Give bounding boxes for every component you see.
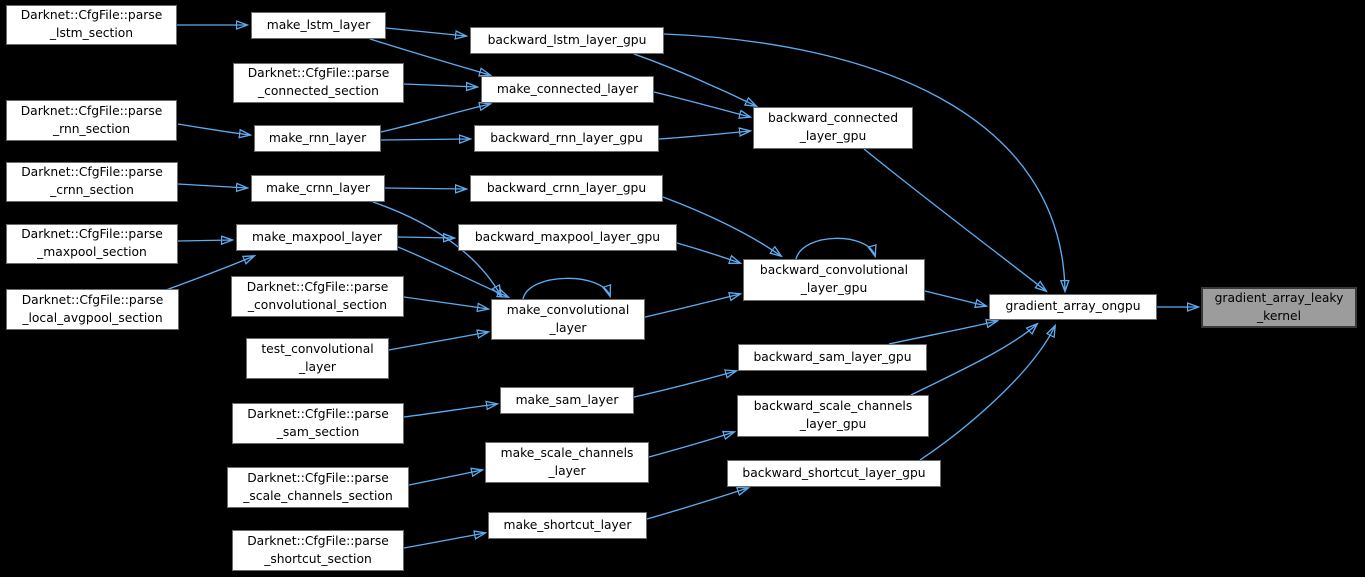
- node-parse-convolutional-section[interactable]: Darknet::CfgFile::parse _convolutional_s…: [231, 276, 404, 317]
- node-make-connected-layer[interactable]: make_connected_layer: [481, 76, 654, 103]
- edge-make-sam-layer-to-backward-sam-layer-gpu: [633, 371, 736, 398]
- edge-backward-sam-layer-gpu-to-gradient-array-ongpu: [888, 321, 997, 345]
- node-make-crnn-layer[interactable]: make_crnn_layer: [251, 175, 385, 202]
- edge-parse-crnn-section-to-make-crnn-layer: [177, 184, 247, 188]
- node-parse-shortcut-section[interactable]: Darknet::CfgFile::parse _shortcut_sectio…: [232, 530, 404, 571]
- node-gradient-array-ongpu[interactable]: gradient_array_ongpu: [989, 294, 1157, 320]
- node-make-lstm-layer[interactable]: make_lstm_layer: [251, 12, 386, 39]
- node-parse-local-avgpool-section[interactable]: Darknet::CfgFile::parse _local_avgpool_s…: [6, 289, 179, 330]
- node-backward-convolutional-layer-gpu[interactable]: backward_convolutional _layer_gpu: [743, 259, 925, 301]
- node-backward-lstm-layer-gpu[interactable]: backward_lstm_layer_gpu: [470, 27, 664, 54]
- edge-backward-lstm-layer-gpu-to-backward-connected-layer-gpu: [633, 53, 756, 106]
- edge-make-maxpool-layer-to-make-convolutional-layer: [397, 246, 508, 297]
- edge-parse-connected-section-to-make-connected-layer: [403, 84, 477, 87]
- edge-backward-shortcut-layer-gpu-to-gradient-array-ongpu: [919, 326, 1055, 461]
- edge-make-crnn-layer-to-make-convolutional-layer: [372, 201, 501, 296]
- edge-make-crnn-layer-to-backward-crnn-layer-gpu: [384, 188, 466, 189]
- node-make-convolutional-layer[interactable]: make_convolutional _layer: [491, 299, 645, 340]
- node-test-convolutional-layer[interactable]: test_convolutional _layer: [246, 338, 389, 379]
- edge-backward-convolutional-layer-gpu-to-gradient-array-ongpu: [924, 290, 986, 306]
- node-backward-crnn-layer-gpu[interactable]: backward_crnn_layer_gpu: [470, 175, 663, 202]
- node-make-scale-channels-layer[interactable]: make_scale_channels _layer: [485, 442, 649, 483]
- edge-parse-rnn-section-to-make-rnn-layer: [177, 123, 250, 135]
- node-make-rnn-layer[interactable]: make_rnn_layer: [254, 125, 381, 152]
- edge-make-convolutional-layer-to-backward-convolutional-layer-gpu: [644, 294, 740, 318]
- node-parse-scale-channels-section[interactable]: Darknet::CfgFile::parse _scale_channels_…: [227, 467, 409, 508]
- edge-backward-connected-layer-gpu-to-gradient-array-ongpu: [863, 148, 1046, 291]
- node-parse-sam-section[interactable]: Darknet::CfgFile::parse _sam_section: [232, 403, 404, 444]
- edge-make-rnn-layer-to-backward-rnn-layer-gpu: [380, 139, 470, 140]
- edge-parse-sam-section-to-make-sam-layer: [403, 404, 497, 418]
- node-parse-maxpool-section[interactable]: Darknet::CfgFile::parse _maxpool_section: [6, 224, 178, 264]
- edge-backward-crnn-layer-gpu-to-backward-convolutional-layer-gpu: [662, 196, 781, 256]
- edge-parse-convolutional-section-to-make-convolutional-layer: [403, 296, 488, 309]
- edge-make-scale-channels-layer-to-backward-scale-channels-layer-gpu: [648, 432, 734, 458]
- node-gradient-array-leaky-kernel: gradient_array_leaky _kernel: [1201, 287, 1357, 328]
- edge-test-convolutional-layer-to-make-convolutional-layer: [388, 332, 488, 351]
- edge-backward-rnn-layer-gpu-to-backward-connected-layer-gpu: [658, 131, 750, 140]
- edge-make-maxpool-layer-to-backward-maxpool-layer-gpu: [397, 237, 454, 238]
- node-make-shortcut-layer[interactable]: make_shortcut_layer: [488, 512, 647, 539]
- node-backward-shortcut-layer-gpu[interactable]: backward_shortcut_layer_gpu: [727, 460, 941, 487]
- node-parse-crnn-section[interactable]: Darknet::CfgFile::parse _crnn_section: [6, 162, 178, 202]
- edge-make-connected-layer-to-backward-connected-layer-gpu: [653, 91, 750, 117]
- node-parse-rnn-section[interactable]: Darknet::CfgFile::parse _rnn_section: [6, 100, 177, 141]
- node-make-maxpool-layer[interactable]: make_maxpool_layer: [236, 224, 398, 251]
- edge-make-lstm-layer-to-backward-lstm-layer-gpu: [385, 27, 466, 36]
- edge-make-lstm-layer-to-make-connected-layer: [369, 38, 490, 75]
- edge-backward-lstm-layer-gpu-to-gradient-array-ongpu: [663, 33, 1065, 291]
- node-backward-rnn-layer-gpu[interactable]: backward_rnn_layer_gpu: [474, 125, 659, 152]
- node-backward-scale-channels-layer-gpu[interactable]: backward_scale_channels _layer_gpu: [737, 395, 929, 437]
- node-parse-lstm-section[interactable]: Darknet::CfgFile::parse _lstm_section: [6, 5, 177, 45]
- edge-make-convolutional-layer-self-loop: [522, 277, 610, 300]
- edge-parse-maxpool-section-to-make-maxpool-layer: [177, 240, 232, 241]
- edge-make-rnn-layer-to-make-connected-layer: [380, 104, 490, 133]
- edge-parse-local-avgpool-section-to-make-maxpool-layer: [165, 256, 254, 291]
- edge-backward-scale-channels-layer-gpu-to-gradient-array-ongpu: [910, 324, 1037, 396]
- edge-parse-scale-channels-section-to-make-scale-channels-layer: [408, 470, 482, 486]
- node-make-sam-layer[interactable]: make_sam_layer: [500, 387, 634, 414]
- edge-backward-maxpool-layer-gpu-to-backward-convolutional-layer-gpu: [676, 242, 740, 263]
- node-parse-connected-section[interactable]: Darknet::CfgFile::parse _connected_secti…: [233, 63, 404, 103]
- edge-parse-shortcut-section-to-make-shortcut-layer: [403, 533, 485, 549]
- edge-make-shortcut-layer-to-backward-shortcut-layer-gpu: [646, 488, 748, 520]
- edge-backward-convolutional-layer-gpu-self-loop: [795, 237, 875, 260]
- node-backward-connected-layer-gpu[interactable]: backward_connected _layer_gpu: [753, 107, 913, 149]
- node-backward-maxpool-layer-gpu[interactable]: backward_maxpool_layer_gpu: [458, 224, 677, 251]
- node-backward-sam-layer-gpu[interactable]: backward_sam_layer_gpu: [738, 344, 927, 371]
